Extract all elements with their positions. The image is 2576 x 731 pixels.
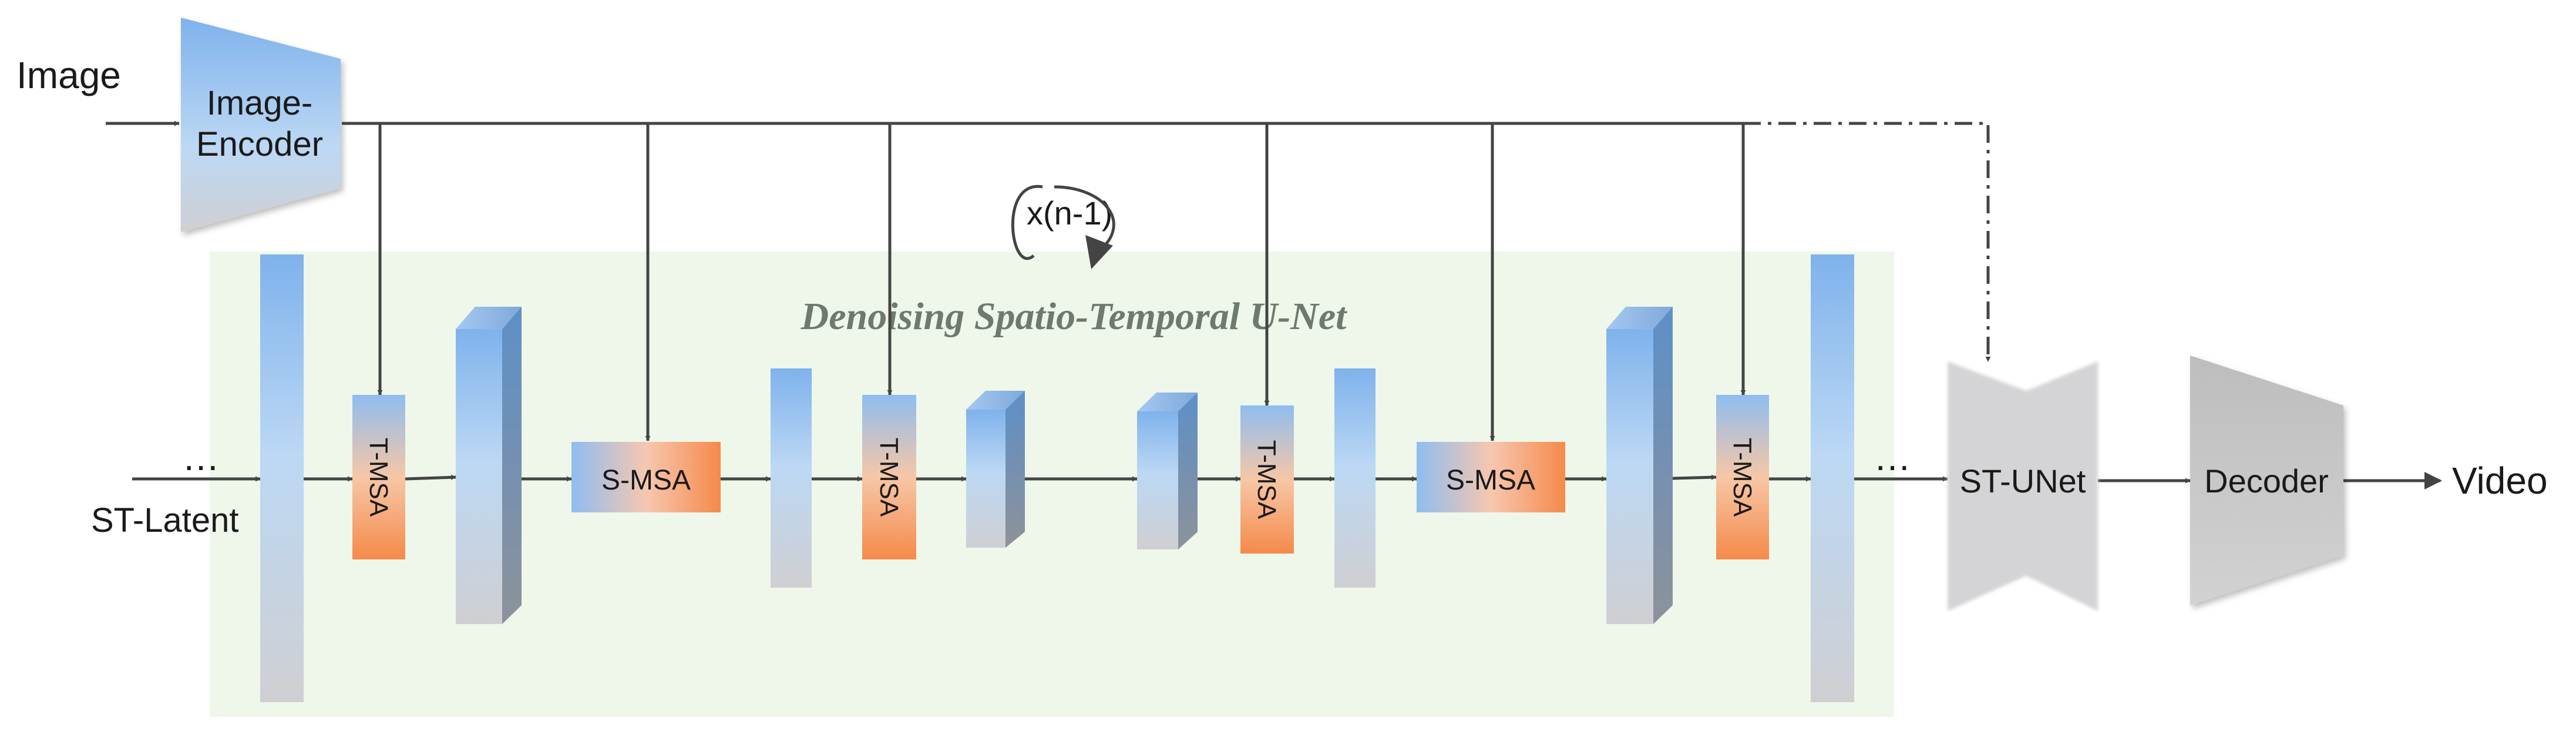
block3d-1	[456, 307, 522, 624]
decoder	[2190, 356, 2343, 605]
latent-label: ST-Latent	[91, 501, 238, 539]
encoder-label-line1: Image-	[207, 84, 313, 122]
smsa-block-2: S-MSA	[1417, 442, 1565, 512]
svg-text:T-MSA: T-MSA	[1252, 440, 1281, 519]
image-label: Image	[16, 54, 121, 96]
image-encoder	[181, 18, 341, 232]
tower-1	[260, 254, 304, 702]
encoder-label-line2: Encoder	[196, 125, 323, 163]
st-unet-shape	[1948, 361, 2098, 611]
tower-6	[1811, 254, 1854, 702]
tmsa-block-2: T-MSA	[862, 395, 916, 559]
svg-text:S-MSA: S-MSA	[1446, 465, 1535, 496]
repeat-loop-icon	[1011, 185, 1043, 260]
repeat-loop-arc	[1054, 185, 1115, 253]
svg-text:T-MSA: T-MSA	[1728, 438, 1757, 517]
tower-3	[771, 368, 812, 588]
svg-text:T-MSA: T-MSA	[364, 438, 393, 517]
tower-4	[1334, 368, 1376, 588]
block3d-2	[966, 391, 1025, 548]
block3d-4	[1606, 307, 1673, 624]
st-unet-label: ST-UNet	[1960, 462, 2086, 499]
svg-text:T-MSA: T-MSA	[875, 438, 903, 517]
unet-title: Denoising Spatio-Temporal U-Net	[801, 295, 1348, 338]
condition-dashdot	[1743, 122, 1991, 362]
tmsa-block-1: T-MSA	[352, 395, 405, 559]
svg-text:S-MSA: S-MSA	[601, 465, 691, 496]
repeat-arrow-head	[1085, 235, 1113, 269]
tmsa-block-4: T-MSA	[1716, 395, 1769, 559]
block3d-3	[1137, 393, 1198, 549]
decoder-label: Decoder	[2204, 462, 2329, 499]
ellipsis-left: …	[182, 436, 220, 478]
ellipsis-right: …	[1874, 436, 1911, 478]
tmsa-block-3: T-MSA	[1240, 405, 1294, 554]
video-label: Video	[2452, 460, 2548, 502]
smsa-block-1: S-MSA	[571, 442, 721, 512]
